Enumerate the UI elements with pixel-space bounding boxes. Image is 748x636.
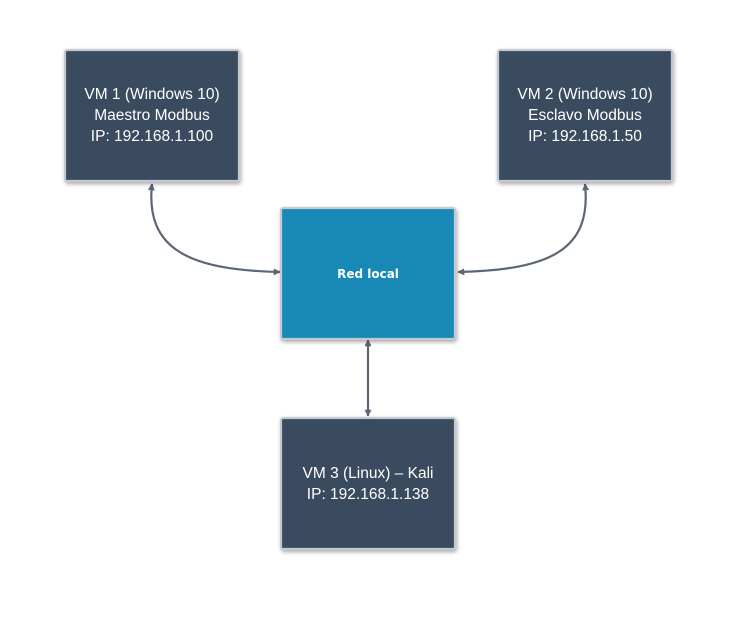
vm2-ip: IP: 192.168.1.50 xyxy=(528,128,642,145)
network-box[interactable]: Red local xyxy=(280,207,456,340)
vm1-title: VM 1 (Windows 10) xyxy=(84,86,220,103)
vm2-box[interactable]: VM 2 (Windows 10) Esclavo Modbus IP: 192… xyxy=(497,49,673,182)
connector-vm2-network xyxy=(457,183,590,276)
vm3-ip: IP: 192.168.1.138 xyxy=(306,485,430,503)
vm2-title: VM 2 (Windows 10) xyxy=(517,86,653,103)
vm2-role: Esclavo Modbus xyxy=(528,107,642,124)
vm3-title: VM 3 (Linux) – Kali xyxy=(302,464,434,482)
vm1-ip: IP: 192.168.1.100 xyxy=(90,128,214,145)
connector-vm1-network xyxy=(147,183,281,276)
network-label: Red local xyxy=(337,266,399,281)
vm1-box[interactable]: VM 1 (Windows 10) Maestro Modbus IP: 192… xyxy=(64,49,240,182)
vm3-box[interactable]: VM 3 (Linux) – Kali IP: 192.168.1.138 xyxy=(280,417,456,550)
vm1-role: Maestro Modbus xyxy=(94,107,210,124)
